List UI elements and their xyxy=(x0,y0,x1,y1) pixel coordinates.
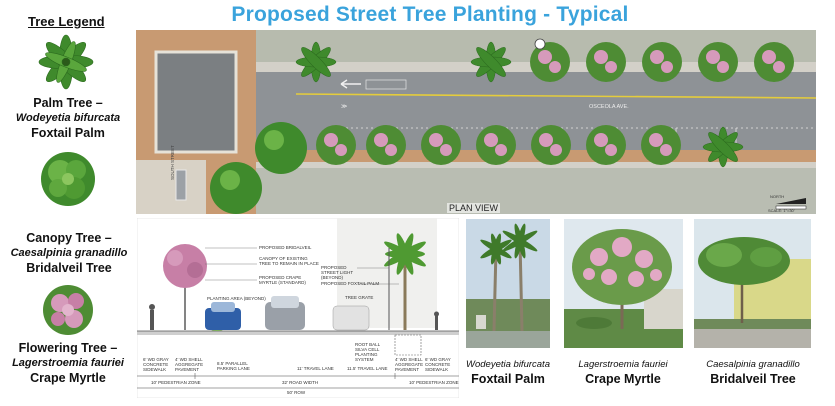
zone-travel-lane-2: 11.5' TRAVEL LANE xyxy=(347,366,388,371)
legend-canopy-scientific: Caesalpinia granadillo xyxy=(10,247,128,259)
page-title: Proposed Street Tree Planting - Typical xyxy=(231,3,629,26)
legend-canopy-common: Bridalveil Tree xyxy=(26,261,112,275)
callout-street-light: PROPOSED STREET LIGHT (BEYOND) xyxy=(321,265,354,280)
zone-travel-lane-1: 11' TRAVEL LANE xyxy=(297,366,334,371)
crape-myrtle-scientific: Lagerstroemia fauriei xyxy=(578,359,668,370)
legend-palm-type: Palm Tree – xyxy=(33,96,103,110)
bridalveil-tree-photo xyxy=(694,219,811,348)
foxtail-palm-scientific: Wodeyetia bifurcata xyxy=(466,359,550,370)
street-section-drawing xyxy=(137,218,459,398)
dimension-road-width: 32' ROAD WIDTH xyxy=(282,380,319,385)
legend-item-canopy: Canopy Tree – Caesalpinia granadillo Bri… xyxy=(10,231,128,276)
callout-foxtail-palm: PROPOSED FOXTAIL PALM xyxy=(321,281,380,286)
callout-root-ball: ROOT BALL SILVA CELL PLANTING SYSTEM xyxy=(355,342,381,362)
bridalveil-tree-scientific: Caesalpinia granadillo xyxy=(706,359,800,370)
legend-heading: Tree Legend xyxy=(28,14,105,29)
foxtail-palm-caption: Wodeyetia bifurcata Foxtail Palm xyxy=(448,358,568,386)
legend-palm-scientific: Wodeyetia bifurcata xyxy=(15,112,121,124)
callout-planting-area: PLANTING AREA (BEYOND) xyxy=(207,296,266,301)
foxtail-palm-common: Foxtail Palm xyxy=(471,372,545,386)
crape-myrtle-photo xyxy=(564,219,683,348)
plan-view-drawing: ≫ xyxy=(136,30,816,214)
legend-flowering-scientific: Lagerstroemia fauriei xyxy=(12,357,124,369)
bridalveil-tree-common: Bridalveil Tree xyxy=(710,372,796,386)
flowering-tree-icon xyxy=(43,285,93,335)
callout-existing-canopy: CANOPY OF EXISTING TREE TO REMAIN IN PLA… xyxy=(259,256,319,266)
canopy-tree-icon xyxy=(41,152,95,206)
plan-view-label: PLAN VIEW xyxy=(447,203,501,213)
palm-tree-icon xyxy=(38,34,94,90)
legend-flowering-common: Crape Myrtle xyxy=(30,371,106,385)
zone-shell-left: 4' WD SHELL AGGREGATE PAVEMENT xyxy=(175,357,204,372)
bridalveil-tree-caption: Caesalpinia granadillo Bridalveil Tree xyxy=(690,358,816,386)
legend-item-palm: Palm Tree – Wodeyetia bifurcata Foxtail … xyxy=(10,96,126,141)
callout-crape-myrtle: PROPOSED CRAPE MYRTLE (STANDARD) xyxy=(259,275,306,285)
legend-canopy-type: Canopy Tree – xyxy=(26,231,112,245)
dimension-pedestrian-right: 10' PEDESTRIAN ZONE xyxy=(409,380,459,385)
legend-item-flowering: Flowering Tree – Lagerstroemia fauriei C… xyxy=(8,341,128,386)
crape-myrtle-common: Crape Myrtle xyxy=(585,372,661,386)
zone-sidewalk-right: 6' WD GRAY CONCRETE SIDEWALK xyxy=(425,357,451,372)
foxtail-palm-photo xyxy=(466,219,550,348)
legend-flowering-type: Flowering Tree – xyxy=(18,341,118,355)
street-section-labels: PROPOSED BRIDALVEIL CANOPY OF EXISTING T… xyxy=(137,218,459,398)
callout-tree-grate: TREE GRATE xyxy=(345,295,374,300)
dimension-row: 50' ROW xyxy=(287,390,306,395)
crape-myrtle-caption: Lagerstroemia fauriei Crape Myrtle xyxy=(558,358,688,386)
zone-parking-lane: 8.5' PARALLEL PARKING LANE xyxy=(217,361,250,371)
legend-palm-common: Foxtail Palm xyxy=(31,126,105,140)
svg-text:≫: ≫ xyxy=(341,104,347,110)
dimension-pedestrian-left: 10' PEDESTRIAN ZONE xyxy=(151,380,201,385)
zone-shell-right: 4' WD SHELL AGGREGATE PAVEMENT xyxy=(395,357,424,372)
zone-sidewalk-left: 6' WD GRAY CONCRETE SIDEWALK xyxy=(143,357,169,372)
callout-bridalveil: PROPOSED BRIDALVEIL xyxy=(259,245,312,250)
